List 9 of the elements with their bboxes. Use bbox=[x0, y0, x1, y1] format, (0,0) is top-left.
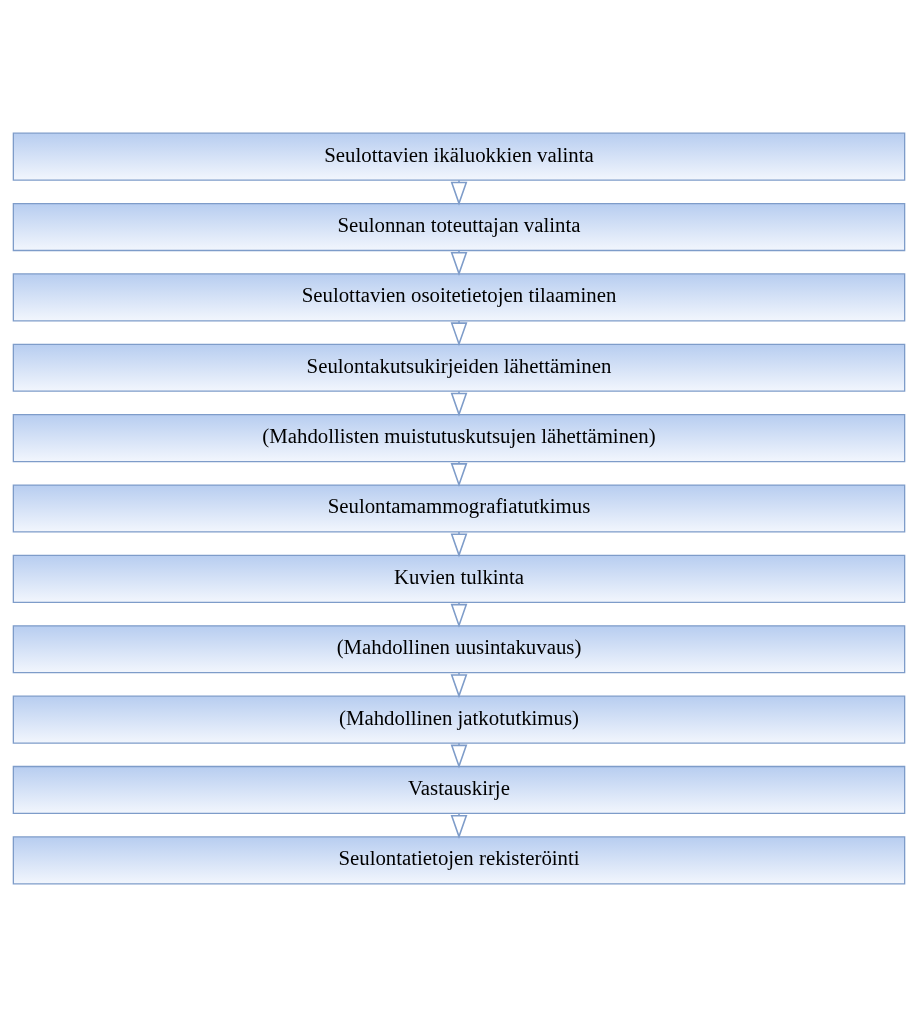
arrow bbox=[450, 601, 468, 628]
arrow bbox=[450, 812, 468, 839]
arrow bbox=[450, 742, 468, 769]
node-box: Kuvien tulkinta bbox=[12, 554, 906, 603]
node-box: Seulontakutsukirjeiden lähettäminen bbox=[12, 343, 906, 392]
arrow bbox=[450, 179, 468, 206]
node-box: Seulontatietojen rekisteröinti bbox=[12, 836, 906, 885]
arrow bbox=[450, 390, 468, 417]
node-box: Seulottavien ikäluokkien valinta bbox=[12, 132, 906, 181]
